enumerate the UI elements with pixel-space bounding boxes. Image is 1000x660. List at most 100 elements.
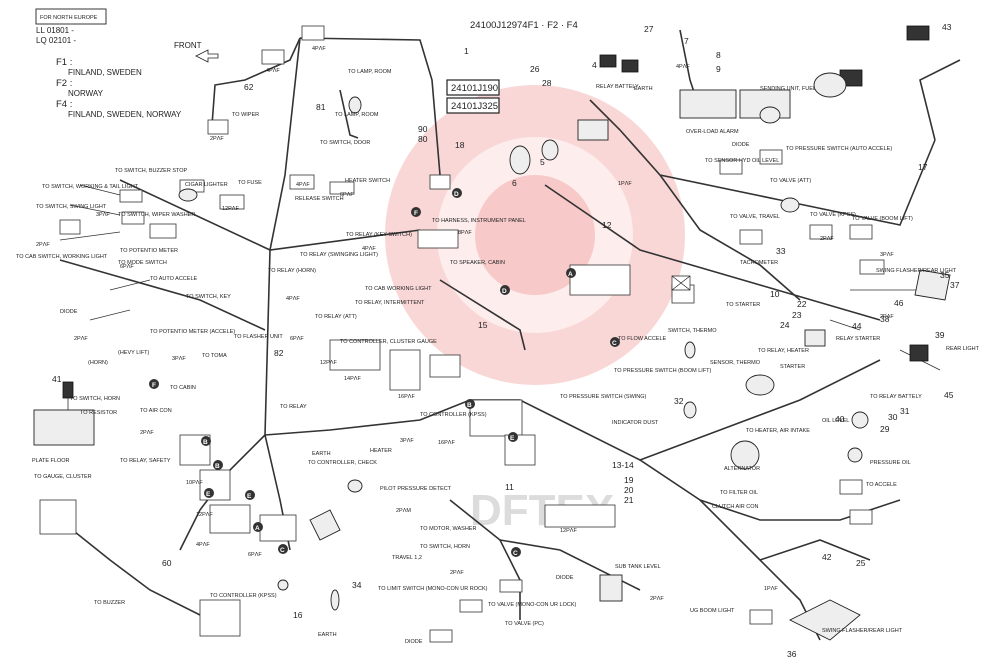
svg-text:F: F xyxy=(152,382,156,389)
callout-8: 8 xyxy=(716,50,721,60)
connectors xyxy=(39,25,885,643)
serial-2: LQ 02101 - xyxy=(36,36,76,45)
badge-d-2 xyxy=(500,285,510,295)
connector-kpss-lower xyxy=(199,599,241,637)
callout-9: 9 xyxy=(716,64,721,74)
callout-39: 39 xyxy=(935,330,945,340)
wire-code: 8PΛF xyxy=(458,230,472,236)
connector-kpss-2 xyxy=(429,354,461,378)
callout-10: 10 xyxy=(770,289,780,299)
callout-7: 7 xyxy=(684,36,689,46)
label-relay-safety: TO RELAY, SAFETY xyxy=(120,458,171,464)
callout-24: 24 xyxy=(780,320,790,330)
sensor-thermo xyxy=(683,401,697,419)
svg-text:C: C xyxy=(280,547,285,554)
connector-center-bottom xyxy=(544,504,616,528)
label-valve-travel: TO VALVE, TRAVEL xyxy=(730,214,780,220)
callout-21: 21 xyxy=(624,495,634,505)
connector-gauge xyxy=(39,499,77,535)
label-controller-kpss-2: TO CONTROLLER (KPSS) xyxy=(210,593,277,599)
connector-b-block xyxy=(469,399,523,437)
lamp-43-top xyxy=(906,25,930,41)
switch-thermo xyxy=(684,341,696,359)
legend-code-1: F1 : xyxy=(56,57,72,68)
callout-11: 11 xyxy=(505,482,514,492)
label-switch-horn-2: TO SWITCH, HORN xyxy=(420,544,470,550)
label-harness-panel: TO HARNESS, INSTRUMENT PANEL xyxy=(432,218,526,224)
callout-30: 30 xyxy=(888,412,898,422)
cigar-lighter xyxy=(178,188,198,202)
badge-b-2 xyxy=(201,436,211,446)
svg-text:A: A xyxy=(255,525,260,532)
badge-c-2 xyxy=(278,544,288,554)
label-heater-switch: HEATER SWITCH xyxy=(345,178,390,184)
label-valve-att: TO VALVE (ATT) xyxy=(770,178,811,184)
sensor-fuel xyxy=(759,106,781,124)
label-wiper: TO WIPER xyxy=(232,112,259,118)
wire-code: 2PΛF xyxy=(140,430,154,436)
label-gauge-cluster: TO GAUGE, CLUSTER xyxy=(34,474,92,480)
label-plate-floor: PLATE FLOOR xyxy=(32,458,70,464)
label-lamp-room-2: TO LAMP, ROOM xyxy=(335,112,379,118)
label-diode-left: DIODE xyxy=(60,309,78,315)
label-sensor-hyd: TO SENSOR HYD OIL LEVEL xyxy=(705,158,779,164)
label-sub-tank: SUB TANK LEVEL xyxy=(615,564,661,570)
connector-top xyxy=(301,25,325,41)
wire-buzzer xyxy=(59,519,231,631)
connector-a-block xyxy=(569,264,631,296)
washer-motor xyxy=(309,509,341,541)
front-arrow-icon xyxy=(195,49,219,63)
connector-valve-pc xyxy=(429,629,453,643)
oil-level xyxy=(851,411,869,429)
label-buzzer: TO BUZZER xyxy=(94,600,125,606)
callout-4: 4 xyxy=(592,60,597,70)
callout-37: 37 xyxy=(950,280,960,290)
connector-valve-boom xyxy=(849,224,873,240)
leaders-left xyxy=(59,184,151,321)
wire-code: 6PΛF xyxy=(248,552,262,558)
label-cluster: TO CONTROLLER, CLUSTER GAUGE xyxy=(340,339,437,345)
wire-code: 2PΛF xyxy=(450,570,464,576)
label-switch-thermo: SWITCH, THERMO xyxy=(668,328,717,334)
callout-27: 27 xyxy=(644,24,654,34)
callout-15: 15 xyxy=(478,320,488,330)
label-relay-key: TO RELAY (KEY SWITCH) xyxy=(346,232,412,238)
wire-code: 4PΛF xyxy=(296,182,310,188)
label-to-relay: TO RELAY xyxy=(280,404,307,410)
connector-wiper xyxy=(207,119,229,135)
callout-26: 26 xyxy=(530,64,540,74)
connector-heater xyxy=(289,174,315,190)
callout-33: 33 xyxy=(776,246,786,256)
wire-upper-right xyxy=(619,129,936,226)
wire-main-vertical xyxy=(264,37,301,436)
label-potentio-accele: TO POTENTIO METER (ACCELE) xyxy=(150,329,235,335)
connector-e-left xyxy=(199,469,231,501)
svg-text:C: C xyxy=(612,340,617,347)
callout-34: 34 xyxy=(352,580,362,590)
label-switch-door: TO SWITCH, DOOR xyxy=(320,140,370,146)
wire-lamp-43 xyxy=(919,59,961,141)
label-controller-check: TO CONTROLLER, CHECK xyxy=(308,460,377,466)
label-relay-swing: TO RELAY (SWINGING LIGHT) xyxy=(300,252,378,258)
wire-code: 2PΛF xyxy=(650,596,664,602)
badge-f-1 xyxy=(411,207,421,217)
wire-code: 2PΛF xyxy=(210,136,224,142)
components xyxy=(33,25,951,641)
label-heater: HEATER xyxy=(370,448,392,454)
terminal-box xyxy=(671,275,691,291)
connector-diode xyxy=(719,159,743,175)
alternator xyxy=(730,440,760,470)
label-buzzer-stop: TO SWITCH, BUZZER STOP xyxy=(115,168,188,174)
svg-text:B: B xyxy=(467,402,472,409)
callout-45: 45 xyxy=(944,390,954,400)
connector-lower-left xyxy=(209,504,251,534)
callout-29: 29 xyxy=(880,424,890,434)
callout-42: 42 xyxy=(822,552,832,562)
callout-31: 31 xyxy=(900,406,910,416)
connector-c-left xyxy=(259,514,297,542)
rear-light-39 xyxy=(909,344,929,362)
label-air-con: TO AIR CON xyxy=(140,408,172,414)
label-pressure-auto: TO PRESSURE SWITCH (AUTO ACCELE) xyxy=(786,146,892,152)
label-valve-mono: TO VALVE (MONO-CON UR LOCK) xyxy=(488,602,576,608)
wire-code: 4PΛF xyxy=(676,64,690,70)
